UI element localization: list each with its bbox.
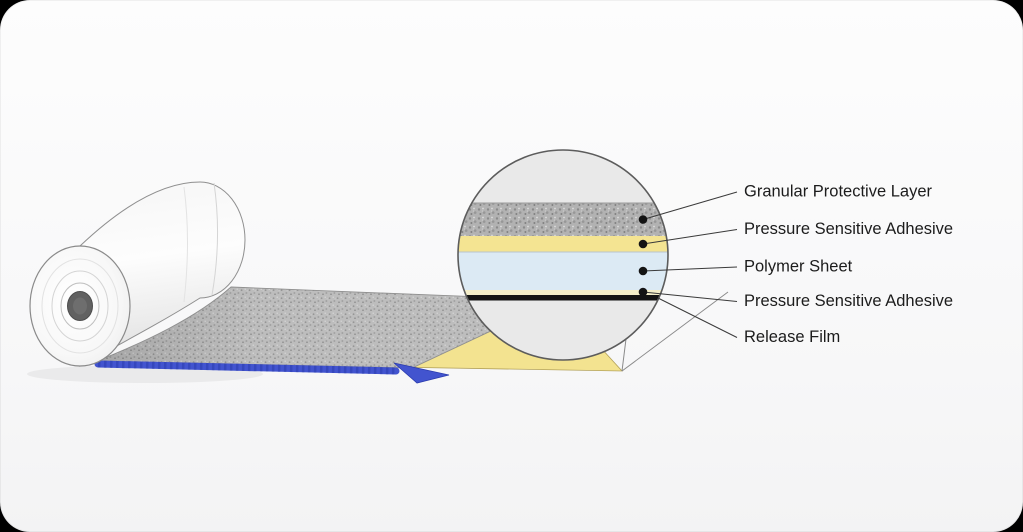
- roll-wrap-seam-1: [211, 182, 219, 296]
- layer-label-adhesive-top: Pressure Sensitive Adhesive: [744, 220, 953, 238]
- layer-labels: Granular Protective Layer Pressure Sensi…: [744, 182, 953, 346]
- release-liner-coil: [94, 360, 450, 384]
- roll-wind-ring-outer: [41, 258, 119, 354]
- release-liner-flap: [393, 362, 450, 384]
- zoom-layer-granular-texture: [458, 203, 668, 236]
- roll-wind-ring-mid: [51, 270, 109, 342]
- leader-line-adhesive-bottom: [642, 291, 738, 302]
- zoom-layer-adhesive-top: [458, 236, 668, 252]
- roll-wrap-seam-2: [183, 186, 188, 303]
- leader-line-polymer: [642, 266, 738, 272]
- unrolled-sheet: [96, 286, 558, 369]
- leader-line-granular: [642, 191, 738, 220]
- roll-core-hole-inner: [73, 297, 87, 315]
- zoom-layer-adhesive-bottom: [458, 290, 668, 295]
- zoom-wedge-line-short: [621, 338, 627, 372]
- roll-wind-ring-inner: [60, 282, 100, 330]
- leader-dot-adhesive-bottom: [638, 287, 648, 297]
- leader-dot-adhesive-top: [638, 239, 648, 249]
- layer-label-adhesive-bottom: Pressure Sensitive Adhesive: [744, 292, 953, 310]
- zoom-circle-border: [457, 149, 669, 361]
- granular-sheet-shading: [97, 287, 557, 368]
- layer-label-polymer-sheet: Polymer Sheet: [744, 257, 853, 275]
- leader-lines: [642, 191, 738, 338]
- leader-dots: [638, 215, 648, 297]
- layer-label-granular-protective: Granular Protective Layer: [744, 182, 933, 200]
- release-liner-coil-texture: [97, 360, 397, 375]
- material-roll: [29, 181, 246, 367]
- leader-dot-granular: [638, 215, 648, 224]
- zoom-layer-polymer-sheet: [458, 252, 668, 290]
- leader-line-adhesive-top: [642, 229, 738, 245]
- layer-label-release-film: Release Film: [744, 328, 840, 346]
- zoom-wedge-line-long: [621, 291, 729, 372]
- zoom-wedge-lines: [621, 291, 729, 372]
- leader-line-release-film: [657, 297, 738, 338]
- leader-dot-polymer: [638, 266, 648, 276]
- zoom-layer-release-film: [458, 295, 668, 301]
- zoom-circle: [457, 149, 669, 361]
